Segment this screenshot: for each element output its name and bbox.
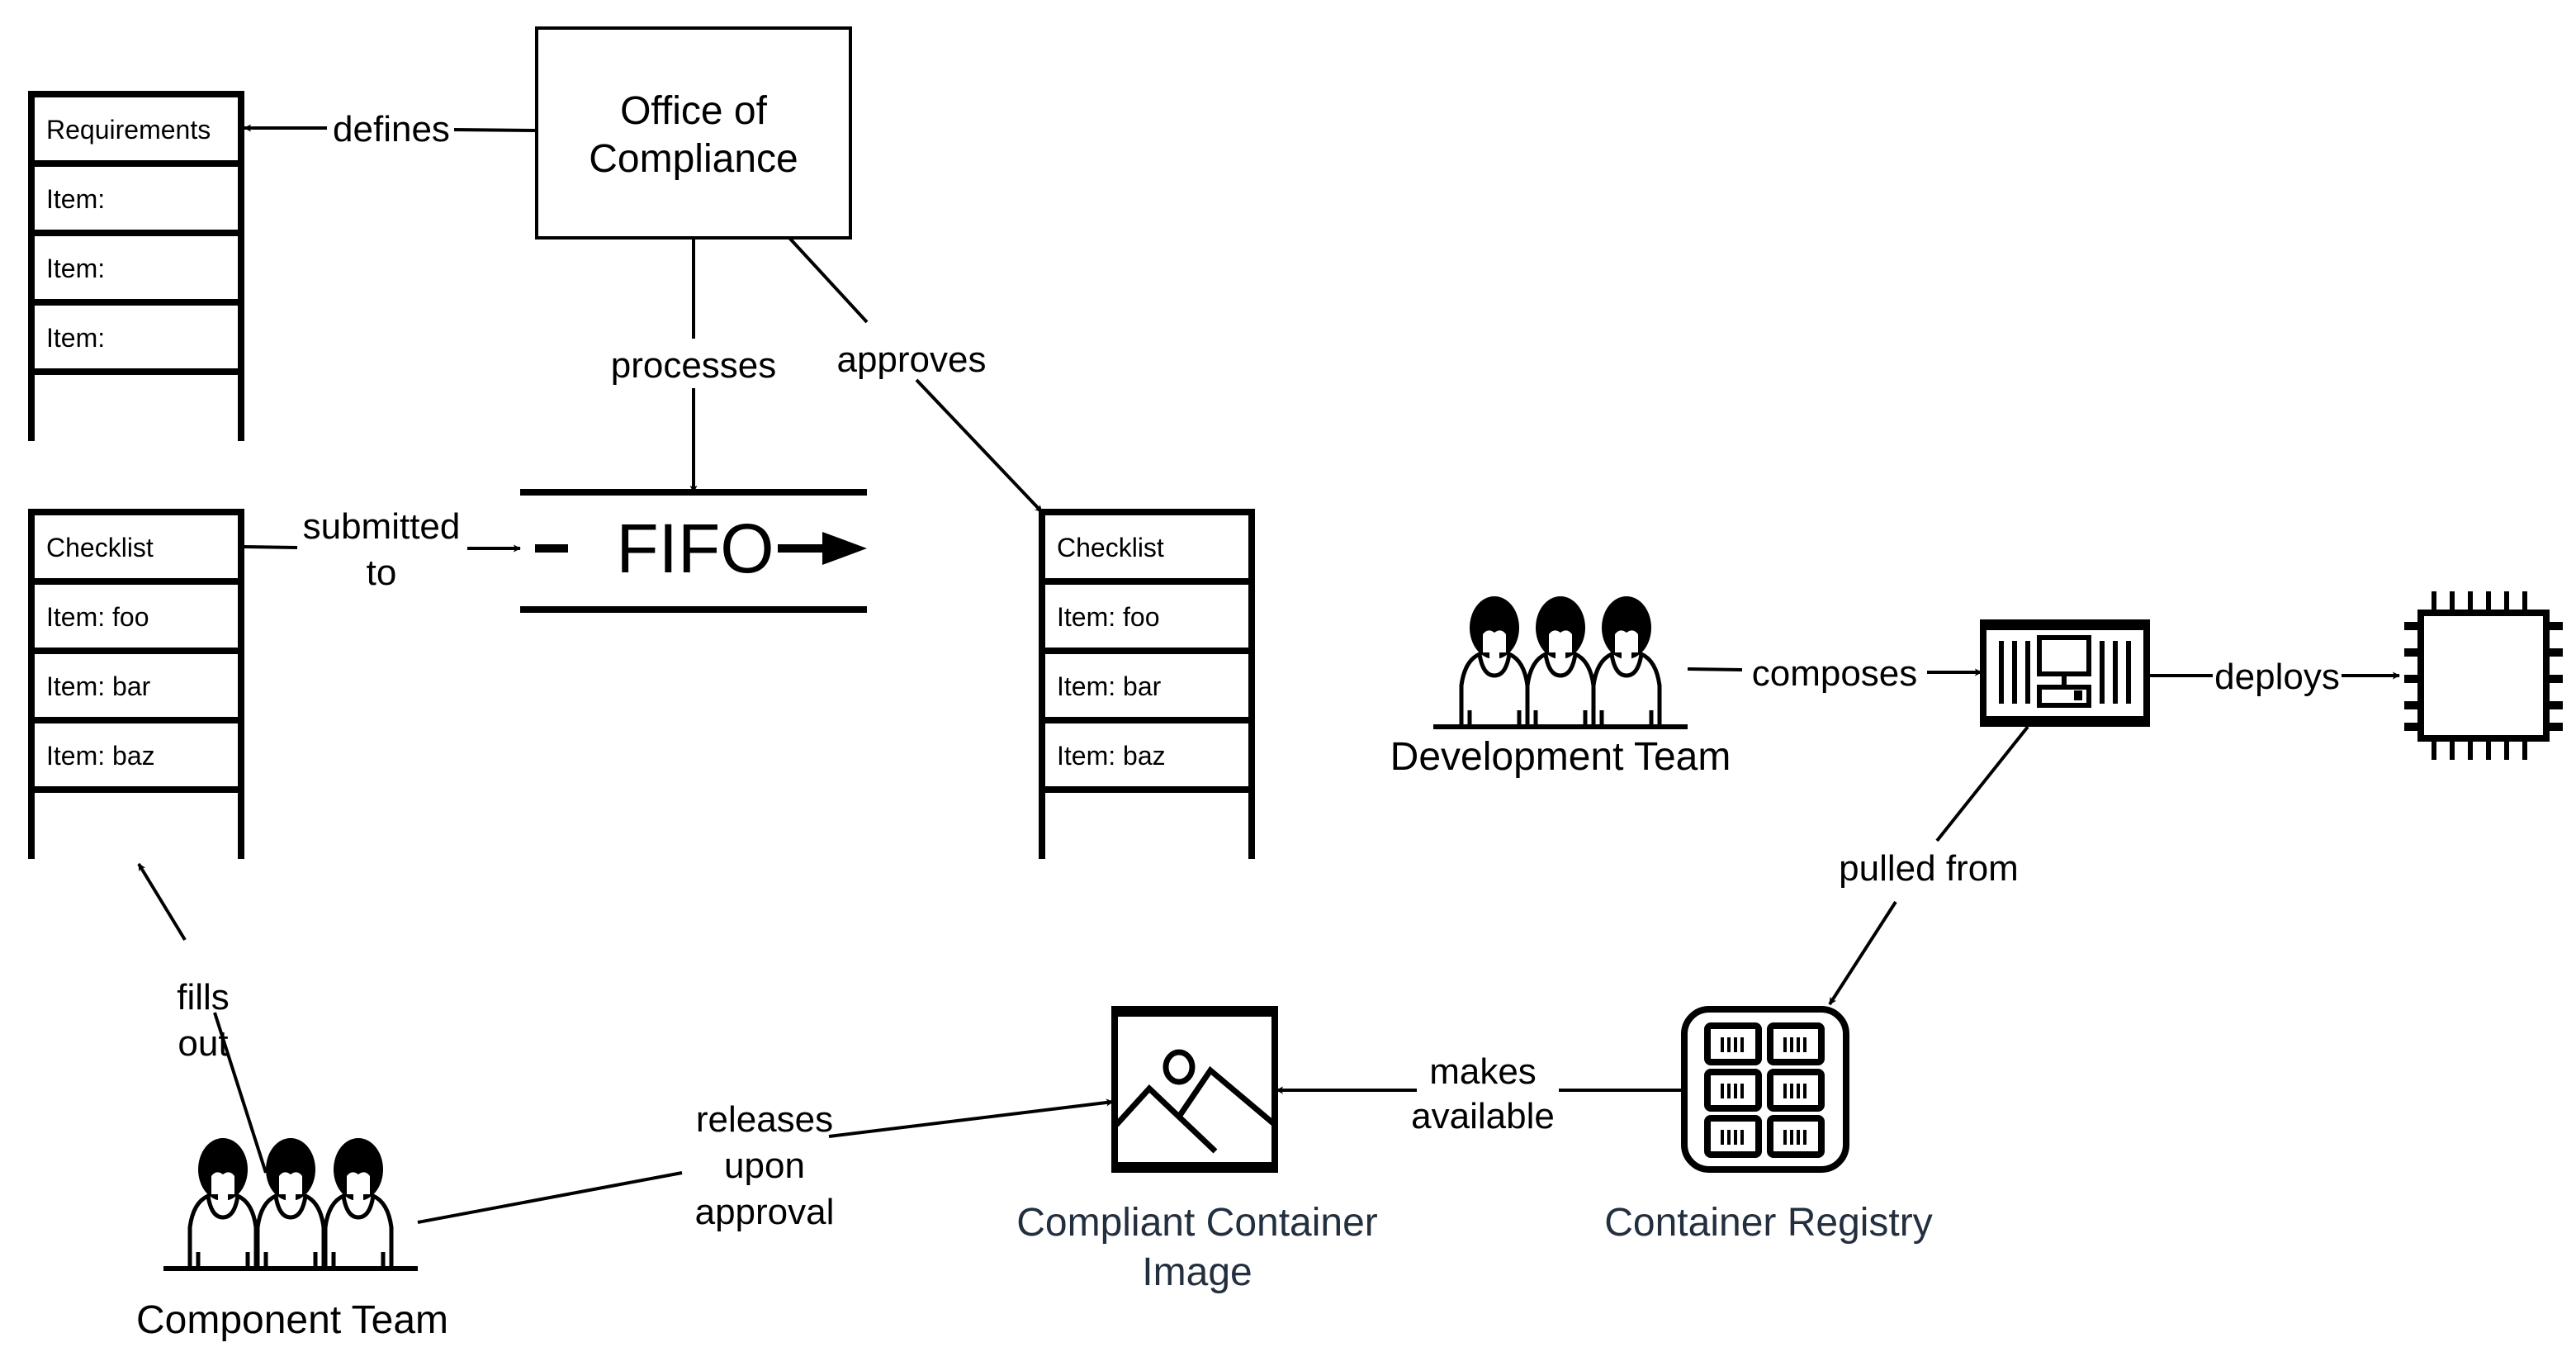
edge-label-processes: processes	[611, 345, 777, 386]
edge-label-makes: makes	[1429, 1051, 1537, 1092]
office-label-line2: Compliance	[589, 137, 798, 181]
edge-processes[interactable]: processes	[611, 238, 777, 493]
users-icon	[1433, 596, 1688, 729]
edge-label-to: to	[367, 553, 397, 593]
registry-icon	[1681, 1006, 1849, 1173]
edge-label-fills: fills	[177, 977, 230, 1018]
requirements-header: Requirements	[46, 115, 211, 145]
container-registry-label: Container Registry	[1604, 1201, 1933, 1245]
requirements-item: Item:	[46, 254, 105, 283]
edge-composes[interactable]: composes	[1687, 653, 1982, 694]
edge-label-approves: approves	[836, 339, 986, 380]
compliant-image-node[interactable]: Compliant Container Image	[1016, 1006, 1378, 1294]
edge-label-out: out	[178, 1023, 228, 1064]
compliant-image-label-line1: Compliant Container	[1016, 1201, 1378, 1245]
edge-label-composes: composes	[1752, 653, 1918, 694]
office-label-line1: Office of	[620, 89, 768, 133]
requirements-list[interactable]: Requirements Item: Item: Item:	[28, 91, 244, 441]
checklist-item: Item: bar	[46, 671, 151, 701]
edge-label-upon: upon	[724, 1146, 805, 1186]
development-team-label: Development Team	[1390, 735, 1731, 779]
checklist-header: Checklist	[1057, 533, 1164, 562]
checklist-approved[interactable]: Checklist Item: foo Item: bar Item: baz	[1039, 509, 1255, 859]
edge-submitted-to[interactable]: submitted to	[244, 506, 521, 593]
edge-label-releases: releases	[696, 1099, 833, 1140]
compliant-image-label-line2: Image	[1142, 1250, 1252, 1294]
edge-label-approval: approval	[695, 1192, 835, 1232]
image-icon	[1111, 1006, 1278, 1173]
users-icon	[163, 1138, 418, 1271]
edge-label-submitted: submitted	[303, 506, 461, 547]
checklist-submitted[interactable]: Checklist Item: foo Item: bar Item: baz	[28, 509, 244, 859]
fifo-queue[interactable]: FIFO	[520, 489, 867, 613]
development-team-node[interactable]: Development Team	[1390, 596, 1731, 779]
component-team-node[interactable]: Component Team	[136, 1138, 448, 1342]
checklist-item: Item: foo	[46, 602, 149, 632]
edge-pulled-from[interactable]: pulled from	[1828, 725, 2029, 1006]
edge-label-deploys: deploys	[2214, 657, 2340, 697]
edge-defines[interactable]: defines	[244, 109, 537, 149]
edge-fills-out[interactable]: fills out	[137, 862, 268, 1174]
checklist-item: Item: baz	[46, 741, 155, 771]
office-of-compliance-node[interactable]: Office of Compliance	[535, 26, 852, 240]
checklist-item: Item: baz	[1057, 741, 1166, 771]
container-registry-node[interactable]: Container Registry	[1604, 1006, 1933, 1245]
fifo-out-arrow-icon	[822, 532, 867, 565]
checklist-item: Item: bar	[1057, 671, 1162, 701]
checklist-item: Item: foo	[1057, 602, 1160, 632]
fifo-label: FIFO	[616, 510, 774, 587]
edge-makes-available[interactable]: makes available	[1276, 1051, 1684, 1136]
container-app-icon[interactable]	[1980, 619, 2150, 727]
checklist-header: Checklist	[46, 533, 154, 562]
edge-releases-upon-approval[interactable]: releases upon approval	[417, 1098, 1114, 1232]
requirements-item: Item:	[46, 184, 105, 214]
requirements-item: Item:	[46, 323, 105, 353]
edge-deploys[interactable]: deploys	[2147, 657, 2400, 697]
edge-label-available: available	[1411, 1096, 1555, 1136]
edge-label-pulled-from: pulled from	[1839, 848, 2019, 889]
chip-icon[interactable]	[2404, 591, 2563, 760]
component-team-label: Component Team	[136, 1298, 448, 1342]
edge-label-defines: defines	[333, 109, 450, 149]
edge-approves[interactable]: approves	[788, 236, 1044, 514]
